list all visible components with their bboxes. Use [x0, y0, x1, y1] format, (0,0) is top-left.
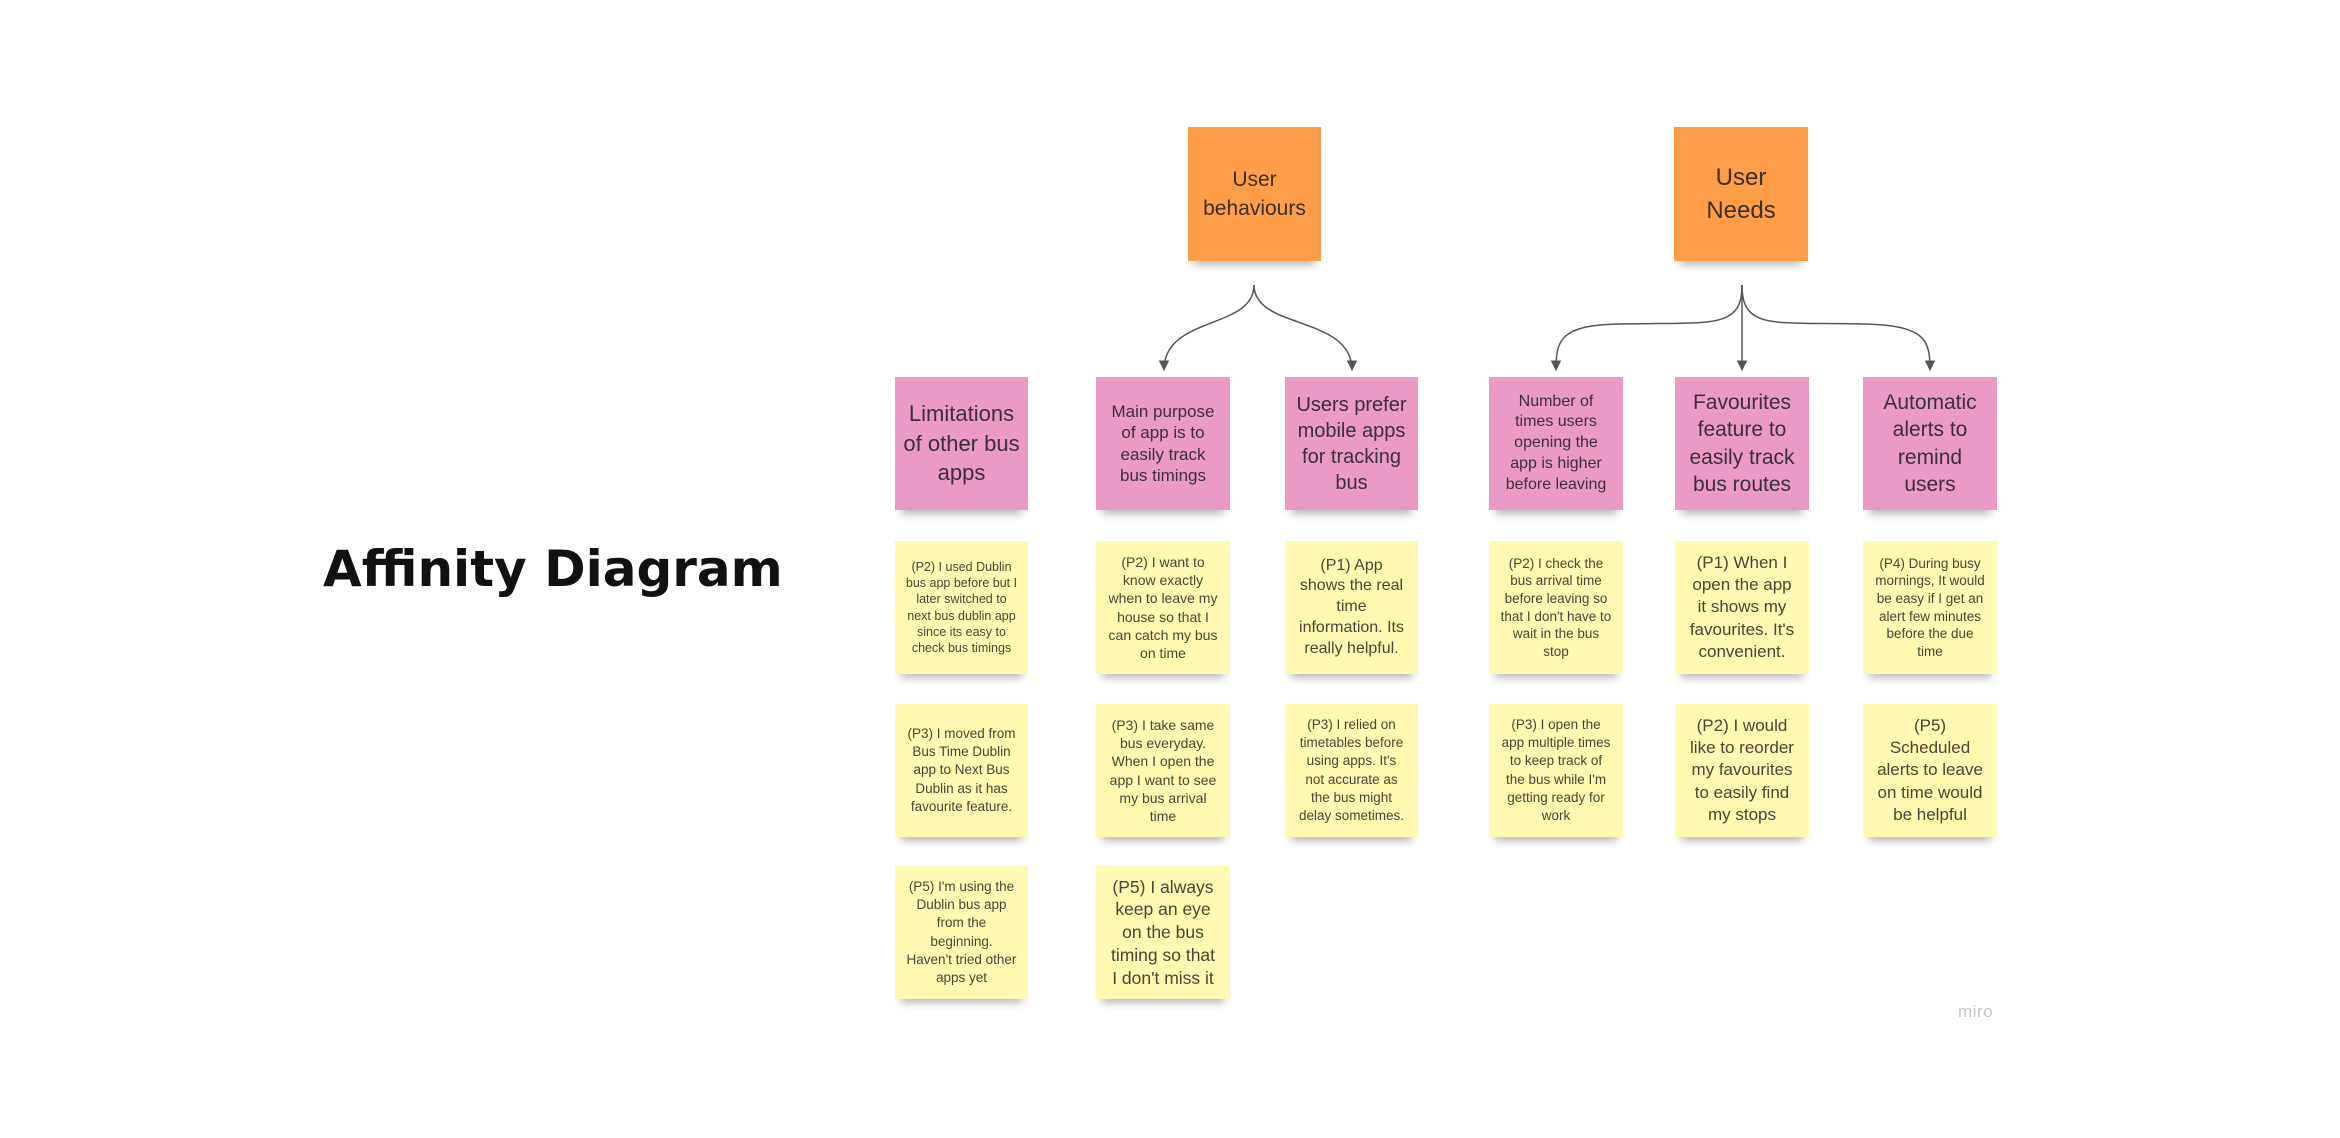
miro-logo: miro	[1958, 1002, 1994, 1021]
category-note-text: Automatic alerts to remind users	[1883, 390, 1977, 496]
insight-note-text: (P4) During busy mornings, It would be e…	[1875, 555, 1985, 659]
connector-behaviours-mobile	[1253, 284, 1358, 372]
category-note-text: Main purpose of app is to easily track b…	[1111, 402, 1215, 485]
insight-note-text: (P3) I relied on timetables before using…	[1298, 716, 1405, 823]
connector-needs-number	[1550, 284, 1743, 372]
category-note-alerts[interactable]: Automatic alerts to remind users	[1863, 377, 1997, 510]
insight-note-text: (P2) I would like to reorder my favourit…	[1690, 716, 1794, 824]
category-note-mobile-apps[interactable]: Users prefer mobile apps for tracking bu…	[1285, 377, 1418, 510]
insight-note[interactable]: (P3) I relied on timetables before using…	[1285, 704, 1418, 837]
category-note-main-purpose[interactable]: Main purpose of app is to easily track b…	[1096, 377, 1230, 510]
insight-note[interactable]: (P3) I moved from Bus Time Dublin app to…	[895, 704, 1028, 837]
category-note-text: Favourites feature to easily track bus r…	[1689, 390, 1795, 496]
category-note-text: Limitations of other bus apps	[903, 400, 1020, 486]
insight-note-text: (P3) I take same bus everyday. When I op…	[1109, 716, 1217, 824]
page-title: Affinity Diagram	[323, 540, 783, 598]
connector-needs-alerts	[1741, 284, 1936, 372]
category-note-times-opening[interactable]: Number of times users opening the app is…	[1489, 377, 1623, 510]
category-note-limitations[interactable]: Limitations of other bus apps	[895, 377, 1028, 510]
insight-note[interactable]: (P4) During busy mornings, It would be e…	[1863, 541, 1997, 674]
insight-note-text: (P3) I moved from Bus Time Dublin app to…	[907, 725, 1016, 814]
insight-note-text: (P5) Scheduled alerts to leave on time w…	[1877, 716, 1983, 824]
connector-behaviours-purpose	[1158, 284, 1255, 372]
category-note-text: Number of times users opening the app is…	[1505, 392, 1607, 493]
insight-note-text: (P5) I always keep an eye on the bus tim…	[1110, 876, 1216, 988]
insight-note[interactable]: (P2) I would like to reorder my favourit…	[1675, 704, 1809, 837]
insight-note[interactable]: (P5) I'm using the Dublin bus app from t…	[895, 866, 1028, 999]
insight-note[interactable]: (P3) I take same bus everyday. When I op…	[1096, 704, 1230, 837]
insight-note[interactable]: (P2) I check the bus arrival time before…	[1489, 541, 1623, 674]
insight-note[interactable]: (P2) I used Dublin bus app before but I …	[895, 541, 1028, 674]
insight-note-text: (P2) I check the bus arrival time before…	[1500, 555, 1612, 659]
insight-note-text: (P3) I open the app multiple times to ke…	[1501, 716, 1611, 823]
insight-note[interactable]: (P3) I open the app multiple times to ke…	[1489, 704, 1623, 837]
header-note-user-needs[interactable]: User Needs	[1674, 127, 1808, 261]
insight-note[interactable]: (P1) When I open the app it shows my fav…	[1675, 541, 1809, 674]
insight-note-text: (P5) I'm using the Dublin bus app from t…	[906, 878, 1017, 985]
insight-note[interactable]: (P5) I always keep an eye on the bus tim…	[1096, 866, 1230, 999]
insight-note[interactable]: (P1) App shows the real time information…	[1285, 541, 1418, 674]
insight-note[interactable]: (P5) Scheduled alerts to leave on time w…	[1863, 704, 1997, 837]
category-note-text: Users prefer mobile apps for tracking bu…	[1296, 393, 1407, 494]
header-note-user-behaviours[interactable]: User behaviours	[1188, 127, 1321, 261]
insight-note-text: (P2) I used Dublin bus app before but I …	[905, 559, 1018, 655]
insight-note[interactable]: (P2) I want to know exactly when to leav…	[1096, 541, 1230, 674]
insight-note-text: (P1) App shows the real time information…	[1299, 556, 1404, 657]
header-note-text: User behaviours	[1203, 167, 1306, 220]
insight-note-text: (P2) I want to know exactly when to leav…	[1108, 553, 1218, 661]
insight-note-text: (P1) When I open the app it shows my fav…	[1689, 553, 1795, 661]
category-note-favourites[interactable]: Favourites feature to easily track bus r…	[1675, 377, 1809, 510]
header-note-text: User Needs	[1706, 163, 1776, 224]
